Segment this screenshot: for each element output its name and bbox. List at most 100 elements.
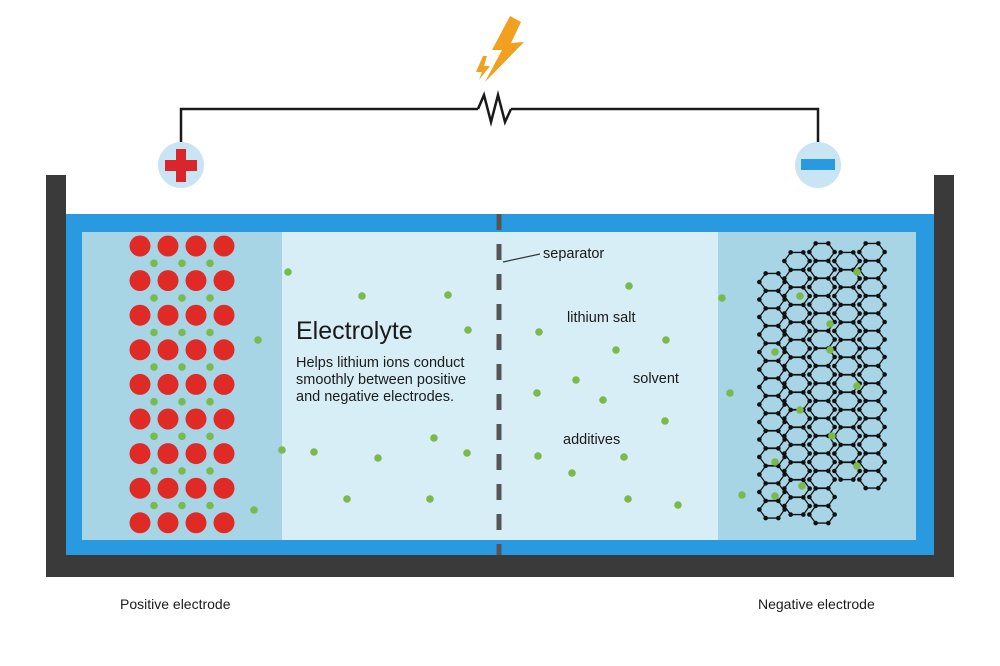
graphite-node (782, 367, 787, 372)
graphite-node (826, 311, 831, 316)
separator (496, 214, 541, 555)
graphite-node (832, 311, 837, 316)
graphite-node (782, 293, 787, 299)
lithium-ion (206, 363, 214, 371)
graphite-node (882, 284, 887, 290)
graphite-node (807, 276, 812, 281)
graphite-node (851, 285, 856, 290)
lithium-ion (599, 396, 607, 404)
graphite-node (857, 302, 862, 307)
graphite-node (807, 319, 812, 325)
graphite-node (782, 314, 787, 320)
graphite-node (757, 507, 762, 512)
graphite-node (763, 323, 768, 329)
graphite-node (763, 446, 768, 451)
graphite-node (782, 419, 787, 425)
lithium-ion (796, 292, 804, 300)
cathode-particle (129, 339, 151, 361)
graphite-node (838, 285, 843, 290)
graphite-node (832, 276, 837, 281)
cathode-particle (213, 512, 235, 534)
graphite-node (782, 384, 787, 390)
graphite-node (851, 425, 856, 430)
graphite-node (876, 311, 881, 316)
graphite-node (832, 249, 837, 255)
graphite-node (876, 433, 881, 439)
graphite-node (863, 293, 868, 299)
lithium-ion (771, 348, 779, 356)
lithium-ion (853, 462, 861, 470)
cathode-particle (213, 373, 235, 395)
graphite-node (857, 451, 862, 456)
graphite-node (788, 407, 793, 413)
negative-terminal (795, 142, 841, 188)
solvent-label: solvent (633, 371, 679, 387)
lithium-ion (178, 363, 186, 371)
graphite-node (782, 503, 787, 509)
cathode-particle (213, 339, 235, 361)
lithium-ion (535, 328, 543, 336)
graphite-node (801, 495, 806, 500)
lightning-bolt-icon (476, 16, 524, 82)
graphite-node (776, 515, 781, 521)
graphite-node (776, 446, 781, 451)
graphite-node (832, 477, 837, 482)
lithium-ion (771, 458, 779, 466)
graphite-node (813, 311, 818, 316)
cathode-particle (129, 235, 151, 257)
lithium-ion (620, 453, 628, 461)
graphite-node (757, 314, 762, 320)
graphite-node (801, 302, 806, 308)
resistor-icon (476, 90, 513, 127)
lithium-ion (178, 467, 186, 475)
graphite-node (776, 341, 781, 346)
graphite-node (788, 477, 793, 483)
additives-label: additives (563, 432, 621, 448)
graphite-node (807, 328, 812, 334)
graphite-node (857, 354, 862, 360)
lithium-ion (206, 294, 214, 302)
graphite-node (826, 503, 831, 509)
graphite-node (876, 451, 881, 456)
graphite-node (763, 306, 768, 311)
graphite-node (851, 337, 856, 343)
graphite-node (813, 486, 818, 491)
graphite-lattice (757, 241, 887, 526)
graphite-node (863, 346, 868, 351)
graphite-node (876, 346, 881, 351)
graphite-node (838, 267, 843, 273)
graphite-node (776, 323, 781, 329)
graphite-node (782, 437, 787, 442)
lithium-ion (374, 454, 382, 462)
lithium-ion (464, 326, 472, 334)
graphite-node (782, 398, 787, 404)
separator-label: separator (543, 246, 605, 262)
cathode-particle (129, 443, 151, 465)
graphite-node (882, 302, 887, 307)
graphite-node (782, 328, 787, 334)
graphite-node (776, 411, 781, 416)
graphite-node (807, 503, 812, 509)
graphite-node (782, 472, 787, 477)
graphite-node (757, 279, 762, 285)
graphite-node (782, 416, 787, 421)
graphite-node (838, 407, 843, 413)
lithium-ion (463, 449, 471, 457)
graphite-node (782, 486, 787, 491)
graphite-node (838, 302, 843, 308)
lithium-ion (661, 417, 669, 425)
graphite-node (882, 372, 887, 377)
lithium-ion (771, 492, 779, 500)
cathode-particle (185, 235, 207, 257)
external-circuit (179, 90, 820, 150)
cathode-particle (129, 512, 151, 534)
graphite-node (857, 258, 862, 264)
plus-icon (165, 149, 197, 182)
graphite-node (857, 424, 862, 430)
lithium-ion (178, 501, 186, 510)
graphite-node (813, 398, 818, 404)
graphite-node (832, 258, 837, 264)
cathode-particle (157, 304, 179, 326)
graphite-node (851, 355, 856, 360)
graphite-node (857, 372, 862, 377)
